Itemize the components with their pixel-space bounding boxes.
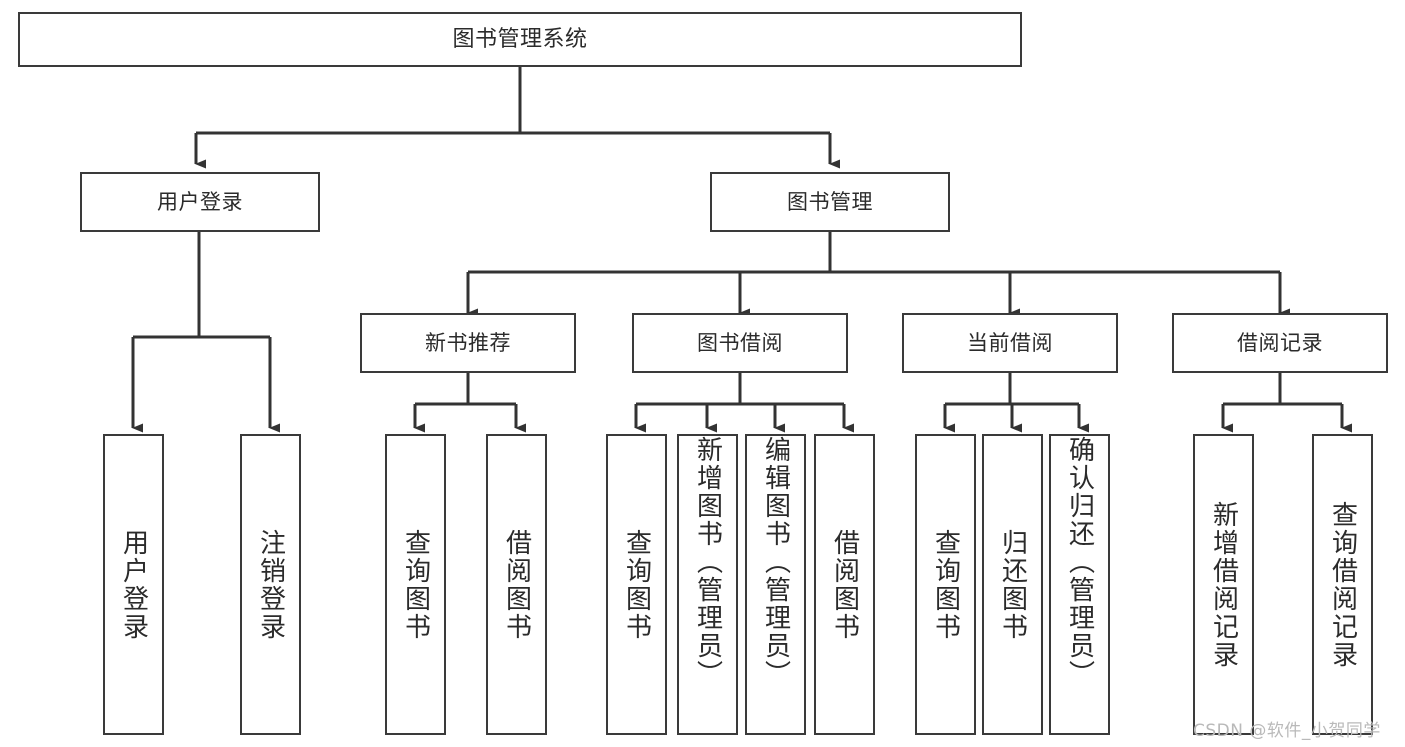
- leaf-book-borrow-query[interactable]: 查询图书: [606, 434, 667, 735]
- node-label: 归还图书: [997, 528, 1028, 641]
- node-label: 新书推荐: [425, 330, 511, 355]
- leaf-borrow-record-add[interactable]: 新增借阅记录: [1193, 434, 1254, 735]
- node-label: 查询图书: [400, 528, 431, 641]
- node-label: 借阅图书: [829, 528, 860, 641]
- leaf-book-borrow-add[interactable]: 新增图书（管理员）: [677, 434, 738, 735]
- watermark-csdn: CSDN @软件_小贺同学: [1193, 721, 1381, 741]
- leaf-book-borrow-borrow[interactable]: 借阅图书: [814, 434, 875, 735]
- node-label: 用户登录: [157, 189, 243, 214]
- node-label: 查询图书: [930, 528, 961, 641]
- node-label: 确认归还（管理员）: [1064, 436, 1095, 688]
- node-label: 图书管理系统: [452, 26, 588, 52]
- leaf-book-borrow-edit[interactable]: 编辑图书（管理员）: [745, 434, 806, 735]
- leaf-current-borrow-return[interactable]: 归还图书: [982, 434, 1043, 735]
- node-label: 借阅图书: [501, 528, 532, 641]
- node-borrow-record[interactable]: 借阅记录: [1172, 313, 1388, 373]
- node-label: 用户登录: [118, 528, 149, 641]
- node-current-borrow[interactable]: 当前借阅: [902, 313, 1118, 373]
- node-label: 借阅记录: [1237, 330, 1323, 355]
- node-new-book-recommend[interactable]: 新书推荐: [360, 313, 576, 373]
- node-label: 查询借阅记录: [1327, 500, 1358, 669]
- leaf-current-borrow-query[interactable]: 查询图书: [915, 434, 976, 735]
- leaf-borrow-record-query[interactable]: 查询借阅记录: [1312, 434, 1373, 735]
- node-label: 注销登录: [255, 528, 286, 641]
- leaf-new-book-borrow[interactable]: 借阅图书: [486, 434, 547, 735]
- node-label: 新增借阅记录: [1208, 500, 1239, 669]
- leaf-new-book-query[interactable]: 查询图书: [385, 434, 446, 735]
- node-label: 图书借阅: [697, 330, 783, 355]
- node-root-library-management-system[interactable]: 图书管理系统: [18, 12, 1022, 67]
- leaf-user-login-logout[interactable]: 注销登录: [240, 434, 301, 735]
- node-book-borrow[interactable]: 图书借阅: [632, 313, 848, 373]
- node-book-management[interactable]: 图书管理: [710, 172, 950, 232]
- node-label: 查询图书: [621, 528, 652, 641]
- node-label: 图书管理: [787, 189, 873, 214]
- node-user-login[interactable]: 用户登录: [80, 172, 320, 232]
- node-label: 当前借阅: [967, 330, 1053, 355]
- leaf-current-borrow-confirm-return[interactable]: 确认归还（管理员）: [1049, 434, 1110, 735]
- node-label: 新增图书（管理员）: [692, 436, 723, 688]
- node-label: 编辑图书（管理员）: [760, 436, 791, 688]
- leaf-user-login-login[interactable]: 用户登录: [103, 434, 164, 735]
